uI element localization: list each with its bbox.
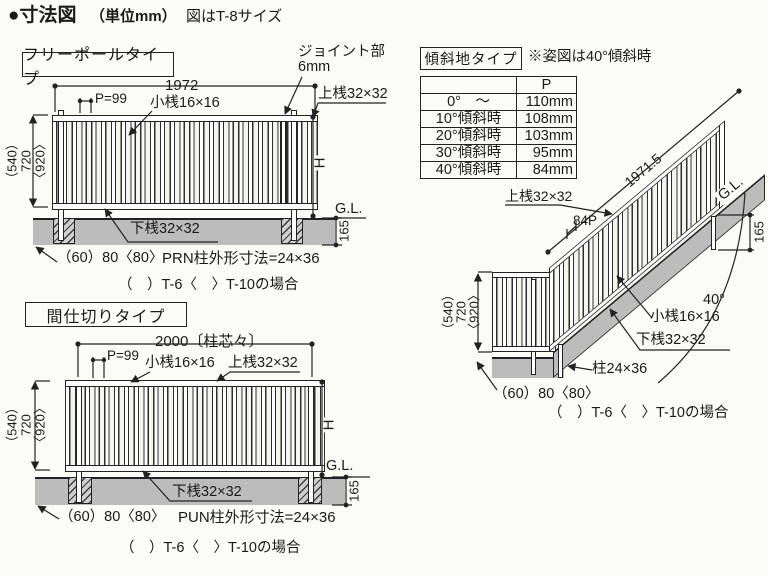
partition-post-note: PUN柱外形寸法=24×36 — [178, 509, 336, 526]
slope-horizontal-post — [531, 279, 536, 375]
free-pole-embed-depth: 165 — [336, 218, 352, 244]
page-title-note: 図はT-8サイズ — [186, 8, 283, 25]
partition-small-rail-label: 小桟16×16 — [145, 355, 215, 371]
free-pole-small-rail-label: 小桟16×16 — [150, 95, 220, 111]
partition-height-920: 〈920〉 — [32, 399, 48, 451]
partition-h-label: H — [320, 417, 338, 433]
free-pole-top-rail-label: 上桟32×32 — [318, 86, 388, 102]
slope-height-920: 〈920〉 — [466, 286, 482, 338]
partition-bottom-rail — [65, 465, 325, 472]
free-pole-post-note: PRN柱外形寸法=24×36 — [162, 250, 320, 267]
partition-bottom-rail-label: 下桟32×32 — [172, 484, 242, 500]
free-pole-h-label: H — [311, 155, 329, 171]
slope-top-rail-label: 上桟32×32 — [505, 188, 573, 204]
free-pole-top-rail — [52, 115, 318, 122]
slope-post-lower — [558, 344, 563, 378]
partition-top-rail-label: 上桟32×32 — [228, 355, 298, 371]
free-pole-bars — [52, 122, 318, 203]
partition-pitch: P=99 — [107, 348, 139, 363]
free-pole-height-720: 720 — [18, 148, 34, 174]
slope-footing-dims: （60）80〈80〉 — [493, 386, 600, 402]
partition-footing-dims: （60）80〈80〉 — [59, 509, 166, 525]
slope-note: ※姿図は40°傾斜時 — [528, 49, 652, 65]
partition-post-left — [76, 385, 82, 503]
slope-embed-depth: 165 — [751, 219, 767, 245]
partition-caption: （ ）T-6〈 〉T-10の場合 — [120, 540, 301, 556]
table-header-p: P — [516, 76, 577, 94]
slope-post-upper — [711, 216, 716, 250]
free-pole-height-920: 〈920〉 — [32, 135, 48, 187]
partition-top-rail — [65, 380, 325, 387]
slope-post-label: 柱24×36 — [592, 361, 648, 377]
free-pole-pitch: P=99 — [95, 91, 127, 106]
free-pole-joint-size: 6mm — [298, 59, 331, 75]
partition-embed-depth: 165 — [346, 478, 362, 504]
partition-bars — [65, 387, 325, 465]
free-pole-bottom-rail-label: 下桟32×32 — [130, 221, 200, 237]
slope-horizontal-bottom-rail — [492, 346, 556, 352]
partition-width-dim: 2000〔柱芯々〕 — [150, 334, 269, 350]
slope-caption: （ ）T-6〈 〉T-10の場合 — [548, 405, 729, 421]
table-row: 0° ～110mm — [420, 93, 577, 111]
slope-bottom-rail-label: 下桟32×32 — [636, 332, 706, 348]
page-title-unit: （単位mm） — [90, 8, 177, 25]
partition-gl-label: G.L. — [326, 458, 354, 474]
free-pole-joint-label: ジョイント部 — [298, 44, 385, 60]
partition-post-right — [308, 385, 314, 503]
slope-horizontal-bars — [492, 278, 556, 346]
free-pole-type-label: フリーポールタイプ — [22, 47, 174, 88]
free-pole-footing-left — [53, 218, 75, 244]
slope-pitch-label: 84P — [573, 213, 598, 228]
slope-angle-label: 40° — [703, 292, 725, 308]
free-pole-height-540: （540） — [4, 135, 20, 187]
slope-flat-ground — [492, 357, 564, 378]
slope-small-rail-label: 小桟16×16 — [650, 309, 720, 325]
free-pole-post-left — [58, 110, 64, 241]
partition-height-540: （540） — [4, 399, 20, 451]
free-pole-footing-dims: （60）80〈80〉 — [57, 250, 164, 266]
partition-type-label: 間仕切りタイプ — [25, 302, 187, 327]
free-pole-bottom-rail — [52, 203, 318, 210]
free-pole-joint-bar — [280, 122, 287, 203]
slope-horizontal-top-rail — [492, 272, 556, 278]
page-title: ●寸法図 — [8, 5, 77, 26]
free-pole-post-right — [291, 110, 297, 241]
free-pole-gl-label: G.L. — [335, 201, 363, 217]
partition-height-720: 720 — [18, 412, 34, 438]
slope-type-label: 傾斜地タイプ — [420, 47, 522, 70]
free-pole-width-dim: 1972 — [160, 78, 204, 94]
free-pole-caption: （ ）T-6〈 〉T-10の場合 — [118, 277, 299, 293]
